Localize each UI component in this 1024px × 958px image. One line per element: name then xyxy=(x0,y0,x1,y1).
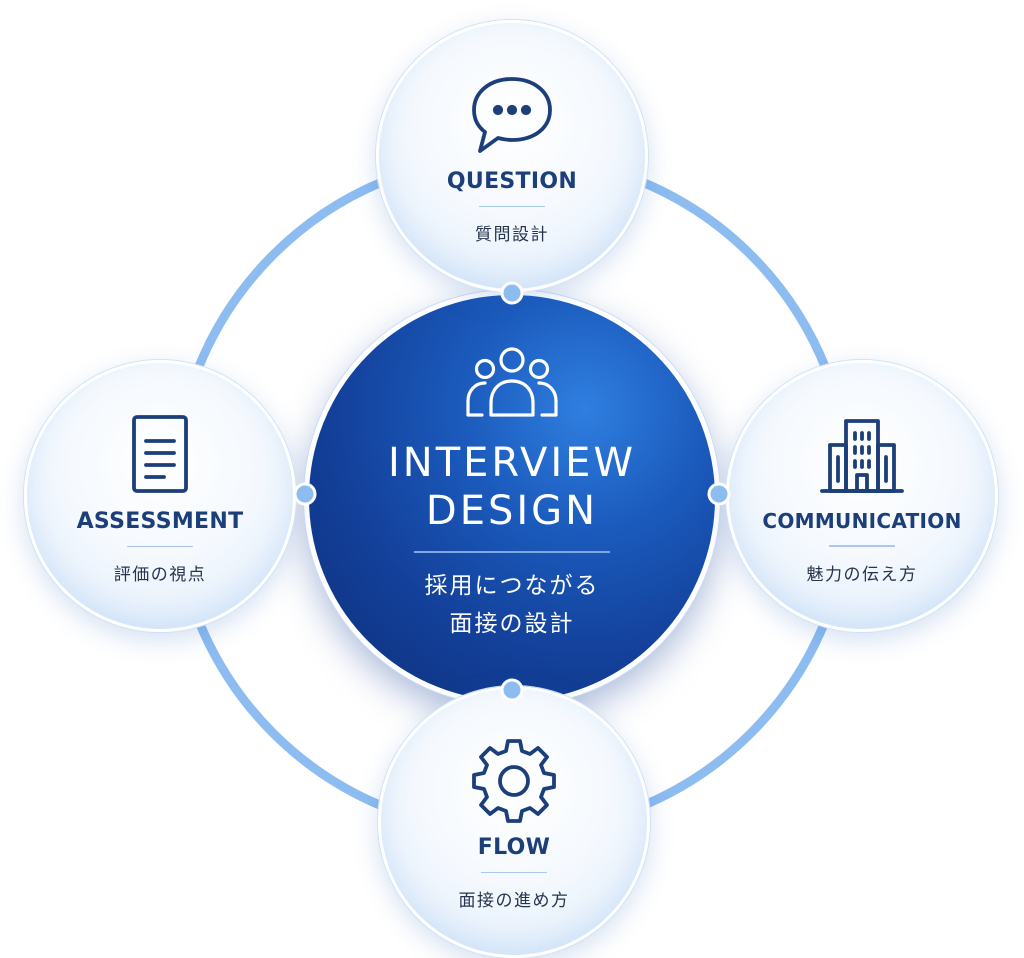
assessment-title: ASSESSMENT xyxy=(76,508,244,534)
question-title: QUESTION xyxy=(446,168,578,194)
center-title-line2: DESIGN xyxy=(425,488,599,535)
gear-icon xyxy=(472,738,556,823)
flow-divider xyxy=(481,871,547,874)
question-subtitle: 質問設計 xyxy=(475,225,549,246)
node-flow: FLOW 面接の進め方 xyxy=(378,686,650,958)
node-question: QUESTION 質問設計 xyxy=(376,20,648,292)
people-group-icon xyxy=(466,347,558,417)
communication-title: COMMUNICATION xyxy=(762,509,962,534)
speech-bubble-icon xyxy=(472,76,552,153)
center-subtitle-line2: 面接の設計 xyxy=(449,610,575,637)
node-communication: COMMUNICATION 魅力の伝え方 xyxy=(726,360,998,632)
assessment-divider xyxy=(127,545,193,548)
flow-subtitle: 面接の進め方 xyxy=(458,891,570,912)
center-divider xyxy=(414,551,610,553)
flow-title: FLOW xyxy=(477,834,551,860)
center-hub: INTERVIEW DESIGN 採用につながる 面接の設計 xyxy=(304,290,720,706)
assessment-subtitle: 評価の視点 xyxy=(113,565,207,586)
center-subtitle-line1: 採用につながる xyxy=(424,572,600,599)
communication-divider xyxy=(829,545,895,547)
communication-subtitle: 魅力の伝え方 xyxy=(806,564,918,585)
building-icon xyxy=(820,419,904,494)
question-divider xyxy=(479,205,545,208)
document-icon xyxy=(132,414,188,493)
center-title-line1: INTERVIEW xyxy=(387,440,636,487)
node-assessment: ASSESSMENT 評価の視点 xyxy=(24,360,296,632)
